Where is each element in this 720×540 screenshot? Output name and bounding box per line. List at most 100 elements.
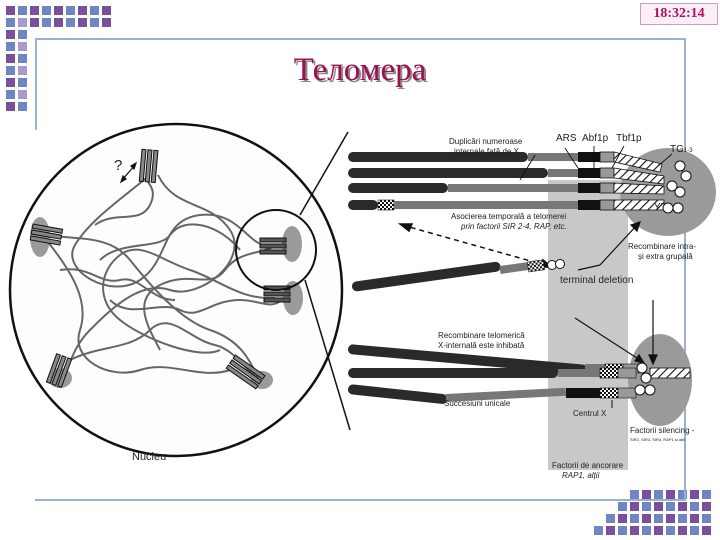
decor-square [78,18,87,27]
decor-square [606,514,615,523]
decor-square [6,42,15,51]
decor-square [702,502,711,511]
nucleus-label: Nucleu [132,451,167,463]
decor-square [630,490,639,499]
decor-square [666,490,675,499]
abf1p-label: Abf1p [582,133,609,144]
zoom-circle [235,209,317,291]
lower-cluster [628,334,692,426]
decor-square [654,502,663,511]
recombination-arrow [577,221,641,271]
silencing-factors-label-2: SIR2, SIR3, SIR4, RAP1 și alții [630,437,685,442]
decor-square [18,18,27,27]
decor-square [594,526,603,535]
decor-square [30,6,39,15]
frame-left-line [35,38,37,130]
lower-chromosomes [347,344,691,404]
upper-cluster [620,148,716,236]
decor-square [666,526,675,535]
chromatin-threads [44,174,283,379]
silencing-factors-label-1: Factorii silencing - [630,426,695,435]
decor-square [678,490,687,499]
question-mark: ? [114,157,123,174]
decor-square [618,514,627,523]
decor-square [654,514,663,523]
decor-square [690,490,699,499]
frame-right-line [684,38,686,500]
decor-square [18,6,27,15]
decor-square [66,6,75,15]
decor-square [102,18,111,27]
unique-sequences-label: Succesiuni unicale [444,399,511,408]
decor-square [6,6,15,15]
decor-square [702,526,711,535]
decor-square [18,78,27,87]
decor-square [702,514,711,523]
decor-square [618,502,627,511]
frame-bottom-line [35,499,686,501]
telomeric-recombination-label-2: X-internală este inhibată [438,341,525,350]
anchor-blob-right-1 [282,226,302,262]
decor-square [702,490,711,499]
decor-square [6,66,15,75]
decor-square [678,526,687,535]
label-pointers [519,145,673,181]
page-title: Теломера [293,52,427,88]
decor-square [6,30,15,39]
decor-square [78,6,87,15]
decor-square [642,514,651,523]
decor-square [18,90,27,99]
nucleus-panel [8,122,344,458]
decor-square [642,502,651,511]
decor-square [6,54,15,63]
tg-label-text: TG [670,144,684,155]
decor-square [102,6,111,15]
decor-square [678,514,687,523]
decor-square [642,526,651,535]
association-label-2: prin factorii SIR 2-4, RAP, etc. [461,222,567,231]
recombination-label-1: Recombinare intra- [628,242,697,251]
decor-square [6,102,15,111]
decor-square [654,490,663,499]
recombination-label-2: și extra grupală [638,252,693,261]
tbf1p-label: Tbf1p [616,133,642,144]
decor-square [630,514,639,523]
zoom-connector-bottom [304,279,351,431]
decor-square [42,6,51,15]
decor-square [618,526,627,535]
decor-square [54,6,63,15]
decor-square [666,514,675,523]
decor-square [6,90,15,99]
ars-label: ARS [556,133,577,144]
frame-top-line [35,38,685,40]
decor-square [18,66,27,75]
decor-square [606,526,615,535]
decor-square [54,18,63,27]
decor-square [90,18,99,27]
zoom-connector-top [299,131,349,216]
anchor-arrow [574,300,658,366]
decor-square [630,502,639,511]
anchoring-factors-label-1: Factorii de ancorare [552,461,624,470]
decor-square [690,502,699,511]
upper-chromosomes [348,151,692,214]
clock-display: 18:32:14 [640,3,718,25]
grey-band [548,180,628,470]
decor-square [690,514,699,523]
tg-label-subscript: 1-3 [683,148,693,154]
decor-square [18,102,27,111]
decor-square [690,526,699,535]
duplications-label-1: Duplicări numeroase [449,137,523,146]
telomeric-recombination-label-1: Recombinare telomerică [438,331,525,340]
y-prime-label: Y' [654,202,663,213]
decor-square [18,30,27,39]
decor-square [630,526,639,535]
question-arrow-icon [119,161,138,184]
association-label-1: Asocierea temporală a telomerei [451,212,567,221]
anchoring-factors-label-2: RAP1, alții [562,471,600,480]
deleted-chromosome [351,259,565,292]
centrul-x-label: Centrul X [573,409,607,418]
decor-square [654,526,663,535]
decor-square [90,6,99,15]
